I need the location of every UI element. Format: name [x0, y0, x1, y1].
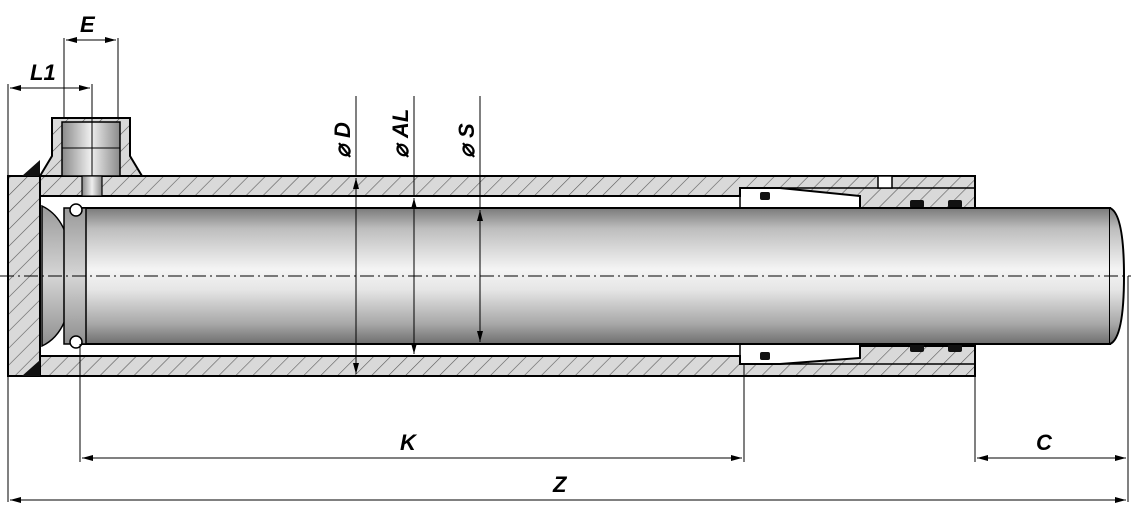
diameter-symbol-S: ⌀: [454, 142, 479, 158]
label-AL-group: ⌀ AL: [388, 109, 413, 158]
label-S-group: ⌀ S: [454, 123, 479, 158]
port-fitting: [38, 117, 144, 197]
extension-lines: [7, 38, 1129, 502]
label-E: E: [80, 12, 96, 37]
label-S: S: [454, 123, 479, 138]
label-K: K: [400, 430, 418, 455]
label-D: D: [330, 122, 355, 138]
label-C: C: [1036, 430, 1053, 455]
diameter-symbol-D: ⌀: [330, 142, 355, 158]
label-D-group: ⌀ D: [330, 122, 355, 158]
label-L1: L1: [30, 60, 56, 85]
label-Z: Z: [552, 472, 568, 497]
label-AL: AL: [388, 109, 413, 139]
dimension-lines: [10, 37, 1126, 503]
diameter-symbol-AL: ⌀: [388, 142, 413, 158]
